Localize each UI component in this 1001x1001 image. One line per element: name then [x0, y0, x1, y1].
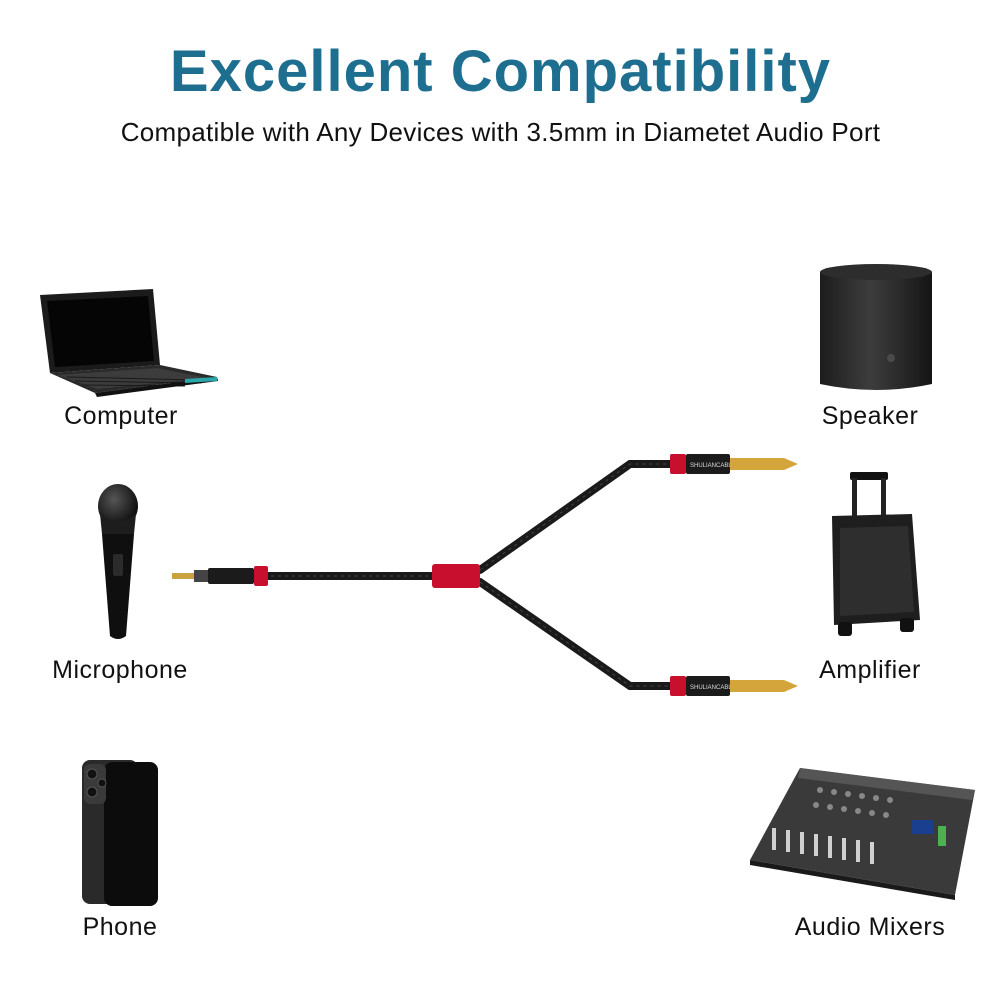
- phone-image: [80, 758, 160, 908]
- audio-mixers-label: Audio Mixers: [794, 913, 946, 941]
- amplifier-image: [828, 470, 923, 650]
- page-title: Excellent Compatibility: [169, 39, 832, 104]
- computer-label: Computer: [64, 402, 178, 430]
- audio-mixer-image: [750, 760, 980, 900]
- upper-plug-brand: SHULIANCABLE: [690, 463, 736, 469]
- lower-plug-brand: SHULIANCABLE: [690, 685, 736, 691]
- laptop-image: [35, 285, 220, 400]
- microphone-image: [93, 484, 143, 644]
- speaker-image: [817, 262, 935, 397]
- microphone-label: Microphone: [52, 656, 188, 684]
- amplifier-label: Amplifier: [819, 656, 921, 684]
- phone-label: Phone: [82, 913, 158, 941]
- y-splitter-cable-image: SHULIANCABLE SHULIANCABLE: [170, 452, 810, 702]
- speaker-label: Speaker: [821, 402, 919, 430]
- page-subtitle: Compatible with Any Devices with 3.5mm i…: [120, 117, 881, 147]
